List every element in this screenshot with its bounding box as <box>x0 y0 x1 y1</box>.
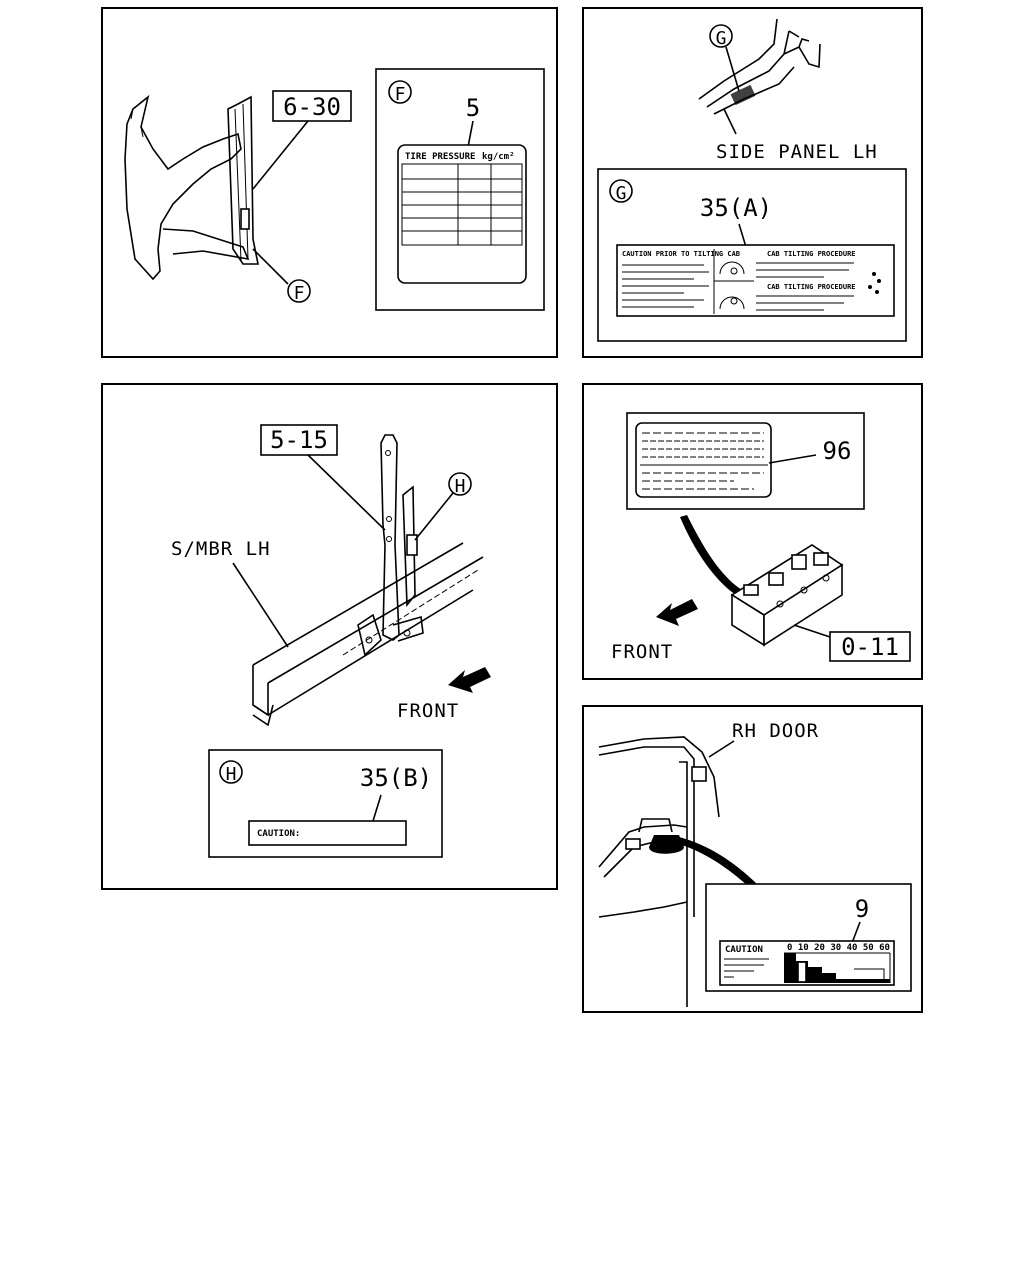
tire-pressure-illustration: 6-30 F F 5 TIRE PRESSURE kg/cm² <box>124 68 545 311</box>
front-label-battery: FRONT <box>611 641 673 663</box>
callout-5-15: 5-15 <box>260 424 338 456</box>
callout-0-11-text: 0-11 <box>841 633 899 661</box>
callout-0-11: 0-11 <box>829 631 911 662</box>
panel-rh-door-label: RH DOOR 9 CAUTION 0 10 20 30 40 50 60 <box>582 705 923 1013</box>
panel-tire-pressure-label: 6-30 F F 5 TIRE PRESSURE kg/cm² <box>101 7 558 358</box>
part-no-35b: 35(B) <box>360 764 432 792</box>
battery-illustration: 96 FRONT 0-11 <box>611 412 911 663</box>
scale-label-door: 0 10 20 30 40 50 60 <box>787 943 890 953</box>
svg-text:H: H <box>226 764 237 785</box>
battery <box>730 544 844 647</box>
detail-letter-g <box>609 179 633 203</box>
front-arrow-icon-battery <box>656 599 698 626</box>
caution-prior-text: CAUTION PRIOR TO TILTING CAB <box>622 250 740 258</box>
part-no-35a: 35(A) <box>700 194 772 222</box>
detail-letter-h <box>219 760 243 784</box>
decal-pointer-swoosh-door <box>679 837 756 887</box>
procedure-title-2: CAB TILTING PROCEDURE <box>767 283 856 291</box>
tire-label-title: TIRE PRESSURE <box>405 152 475 162</box>
callout-5-15-text: 5-15 <box>270 426 328 454</box>
procedure-title-1: CAB TILTING PROCEDURE <box>767 250 856 258</box>
caution-decal-h: CAUTION: <box>248 820 407 846</box>
caution-label-h: CAUTION: <box>257 829 300 839</box>
rh-door-illustration: RH DOOR 9 CAUTION 0 10 20 30 40 50 60 <box>598 720 912 1007</box>
svg-text:G: G <box>716 28 727 49</box>
cab-tilting-illustration: G SIDE PANEL LH G 35(A) CAUTION PRIOR TO… <box>597 18 907 342</box>
battery-decal <box>635 422 772 498</box>
rh-door-label: RH DOOR <box>732 720 819 742</box>
front-label-h: FRONT <box>397 700 459 722</box>
side-panel-decal-mark <box>730 84 756 106</box>
panel-side-member-label: 5-15 H S/MBR LH FRONT H 35(B) CAUTION: <box>101 383 558 890</box>
svg-text:G: G <box>616 183 627 204</box>
view-marker-h: H <box>448 472 472 497</box>
svg-text:H: H <box>455 476 466 497</box>
callout-6-30-text: 6-30 <box>283 93 341 121</box>
front-arrow-icon <box>448 667 491 693</box>
part-no-5: 5 <box>466 94 480 122</box>
panel-cab-tilting-label: G SIDE PANEL LH G 35(A) CAUTION PRIOR TO… <box>582 7 923 358</box>
caution-decal-door: CAUTION 0 10 20 30 40 50 60 <box>719 940 895 986</box>
member-label: S/MBR LH <box>171 538 271 560</box>
caution-label-door: CAUTION <box>725 945 763 955</box>
side-member-illustration: 5-15 H S/MBR LH FRONT H 35(B) CAUTION: <box>171 424 491 858</box>
svg-text:F: F <box>395 84 406 105</box>
tire-pressure-decal: TIRE PRESSURE kg/cm² <box>397 144 527 284</box>
decal-pointer-swoosh <box>680 515 742 595</box>
tire-label-unit: kg/cm² <box>482 152 515 162</box>
detail-letter-f <box>388 80 412 104</box>
view-marker-g: G <box>709 24 733 49</box>
view-marker-f: F <box>287 279 311 304</box>
part-no-96: 96 <box>823 437 852 465</box>
panel-battery-label: 96 FRONT 0-11 <box>582 383 923 680</box>
part-no-9: 9 <box>855 895 869 923</box>
side-panel-label: SIDE PANEL LH <box>716 141 878 163</box>
callout-6-30: 6-30 <box>272 90 352 122</box>
cab-tilting-decal: CAUTION PRIOR TO TILTING CAB CAB TILTING… <box>616 244 895 317</box>
svg-text:F: F <box>294 283 305 304</box>
